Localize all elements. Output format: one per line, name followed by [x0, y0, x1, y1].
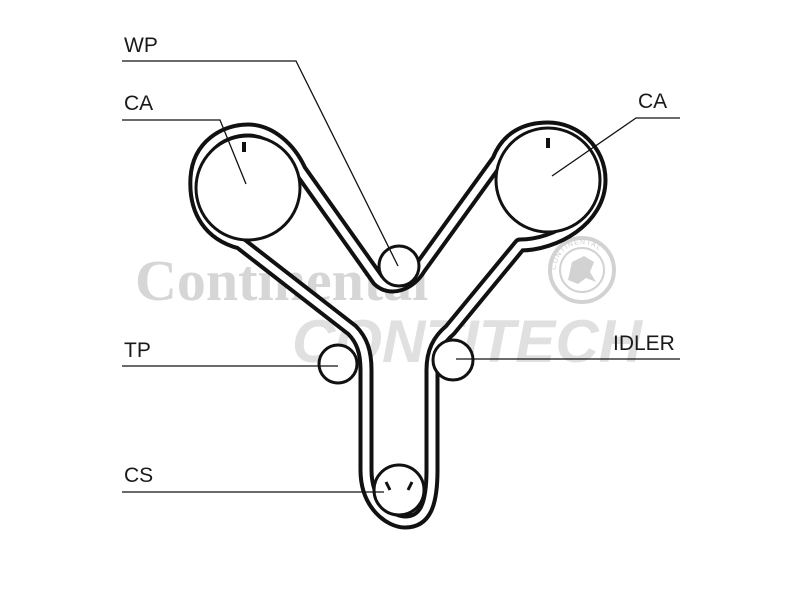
watermark-seal: CONTINENTAL — [548, 236, 616, 304]
leader-wp — [122, 60, 399, 267]
label-cs: CS — [124, 464, 153, 487]
horse-icon — [568, 256, 596, 284]
leader-ca-left — [122, 119, 247, 185]
leader-lines — [122, 60, 680, 493]
pulley-cs — [372, 463, 426, 517]
pulley-wp — [377, 244, 421, 288]
timing-mark-icon — [384, 481, 392, 491]
leader-ca-right — [551, 117, 680, 177]
pulley-tp — [317, 343, 359, 385]
label-wp: WP — [124, 34, 158, 57]
label-tp: TP — [124, 339, 151, 362]
timing-mark-icon — [406, 481, 414, 491]
label-ca-right: CA — [638, 90, 667, 113]
label-ca-left: CA — [124, 92, 153, 115]
label-idler: IDLER — [613, 332, 675, 355]
pulley-ca-left — [194, 134, 302, 242]
pulley-idler — [431, 338, 475, 382]
pulley-ca-right — [494, 126, 602, 234]
